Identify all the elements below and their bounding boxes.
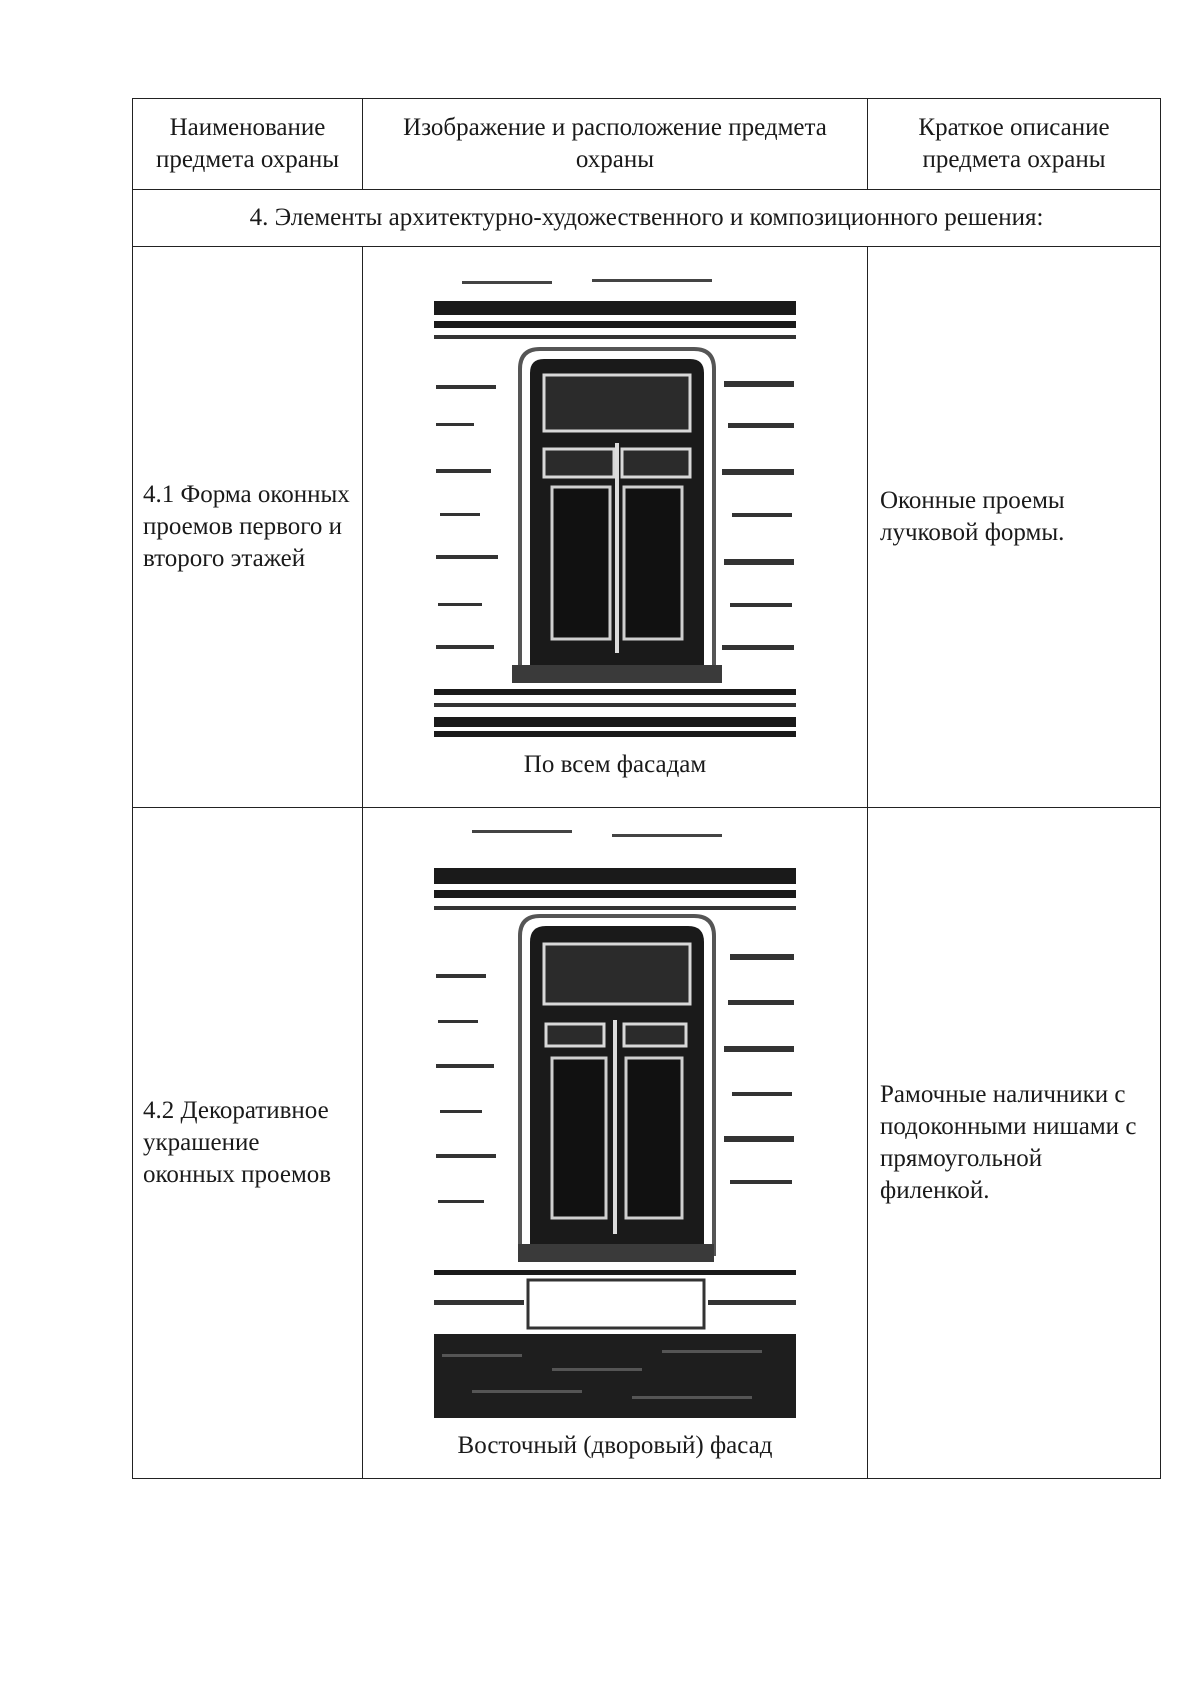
header-image: Изображение и расположение предмета охра… (362, 98, 868, 190)
window-photo (432, 824, 798, 1422)
window-photo (432, 273, 798, 741)
row-caption: По всем фасадам (523, 751, 707, 778)
protection-table: Наименование предмета охраны Изображение… (132, 98, 1161, 1479)
row-image-cell: Восточный (дворовый) фасад (362, 807, 868, 1479)
row-description: Оконные проемы лучковой формы. (867, 246, 1161, 808)
header-name: Наименование предмета охраны (132, 98, 363, 190)
row-image-cell: По всем фасадам (362, 246, 868, 808)
section-title: 4. Элементы архитектурно-художественного… (132, 189, 1161, 247)
header-description: Краткое описание предмета охраны (867, 98, 1161, 190)
row-description: Рамочные наличники с подоконными нишами … (867, 807, 1161, 1479)
row-name: 4.1 Форма оконных проемов первого и втор… (132, 246, 363, 808)
row-name: 4.2 Декоративное украшение оконных проем… (132, 807, 363, 1479)
row-caption: Восточный (дворовый) фасад (457, 1432, 773, 1459)
